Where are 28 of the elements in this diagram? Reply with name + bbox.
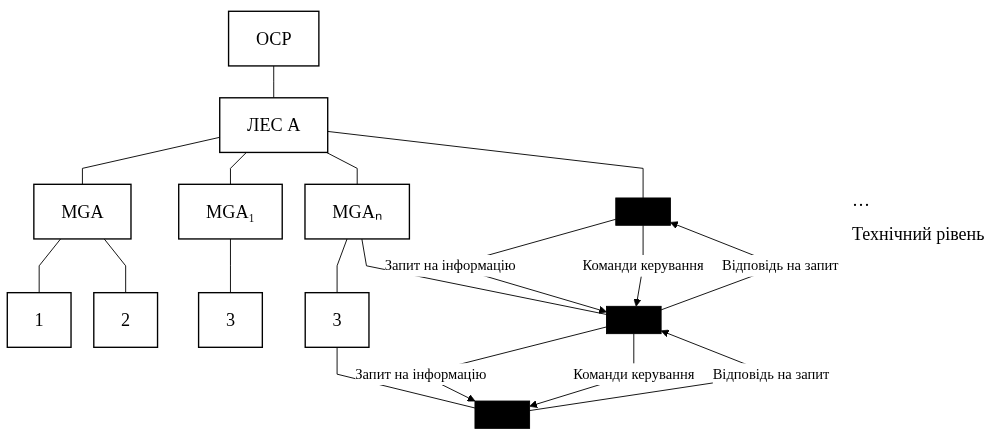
node-box: 1 xyxy=(6,291,72,348)
node-box: 3 xyxy=(304,291,370,348)
connector xyxy=(327,130,644,199)
node-box: MGA xyxy=(33,183,132,240)
note-text: ··· xyxy=(852,194,871,216)
connector xyxy=(103,238,127,293)
node-bar xyxy=(474,400,531,429)
edge-label: Відповідь на запит xyxy=(721,257,839,273)
note-text: Технічний рівень xyxy=(852,223,986,245)
node-box: 2 xyxy=(93,291,159,348)
node-box: ОСР xyxy=(227,10,320,67)
node-bar xyxy=(606,305,662,334)
node-box: 3 xyxy=(197,291,264,348)
connector xyxy=(230,151,247,185)
connector xyxy=(336,238,348,293)
connector xyxy=(38,238,62,293)
node-box: MGA₁ xyxy=(178,183,283,240)
node-box: MGAₙ xyxy=(304,183,411,240)
edge-label: Запит на інформацію xyxy=(384,257,516,273)
edge-label: Команди керування xyxy=(582,257,704,273)
edge-label: Запит на інформацію xyxy=(355,365,487,382)
edge-label: Відповідь на запит xyxy=(712,365,830,382)
connector xyxy=(273,65,275,98)
node-box: ЛЕС А xyxy=(219,96,329,153)
connector xyxy=(230,238,231,293)
node-bar xyxy=(615,197,671,226)
edge-label: Команди керування xyxy=(573,365,695,382)
connector xyxy=(326,151,358,185)
